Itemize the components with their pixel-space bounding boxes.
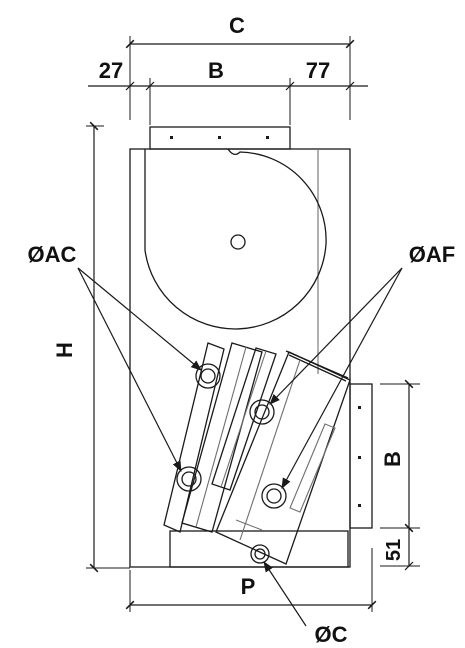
pipe-connections — [176, 363, 287, 564]
side-outlet-holes — [358, 406, 361, 507]
fan-hub — [230, 234, 246, 250]
exchanger-bar-1 — [163, 342, 225, 533]
dimension-27-label: 27 — [99, 58, 123, 83]
heat-exchanger — [163, 342, 351, 565]
callout-flow: ØAF — [269, 242, 455, 489]
dimension-p-label: P — [241, 574, 256, 599]
flue-collar-holes — [170, 136, 269, 139]
base-plate — [169, 530, 349, 568]
return-connection-lower — [176, 466, 202, 492]
cabinet-outline — [129, 148, 351, 568]
exchanger-bar-3 — [211, 347, 277, 491]
dimension-top-segments: 27 B 77 — [88, 58, 368, 125]
dimension-h-label: H — [52, 342, 77, 358]
flow-connection-lower — [261, 483, 287, 509]
callout-drain-label: ØC — [315, 622, 348, 647]
dimension-c: C — [125, 13, 355, 120]
return-connection-upper — [195, 363, 221, 389]
dimension-p: P — [125, 548, 377, 612]
dimension-c-label: C — [229, 13, 245, 38]
dimension-b-side-label: B — [380, 451, 405, 467]
exchanger-inner-slot — [289, 423, 336, 513]
callout-flow-label: ØAF — [409, 242, 455, 267]
dimension-b-side: B 51 — [380, 379, 420, 571]
side-outlet-panel — [349, 383, 373, 529]
callout-return-label: ØAC — [28, 242, 77, 267]
exchanger-bar-2 — [181, 342, 263, 533]
callout-drain: ØC — [263, 561, 348, 647]
dimension-b-top-label: B — [208, 58, 224, 83]
dimension-77-label: 77 — [306, 58, 330, 83]
dimension-51-label: 51 — [383, 539, 405, 561]
dimension-h: H — [52, 121, 130, 573]
unit-body — [129, 126, 373, 568]
flow-connection-upper — [249, 399, 275, 425]
callout-return: ØAC — [28, 242, 202, 472]
fan-housing — [144, 148, 327, 330]
drain-connection — [250, 544, 270, 564]
